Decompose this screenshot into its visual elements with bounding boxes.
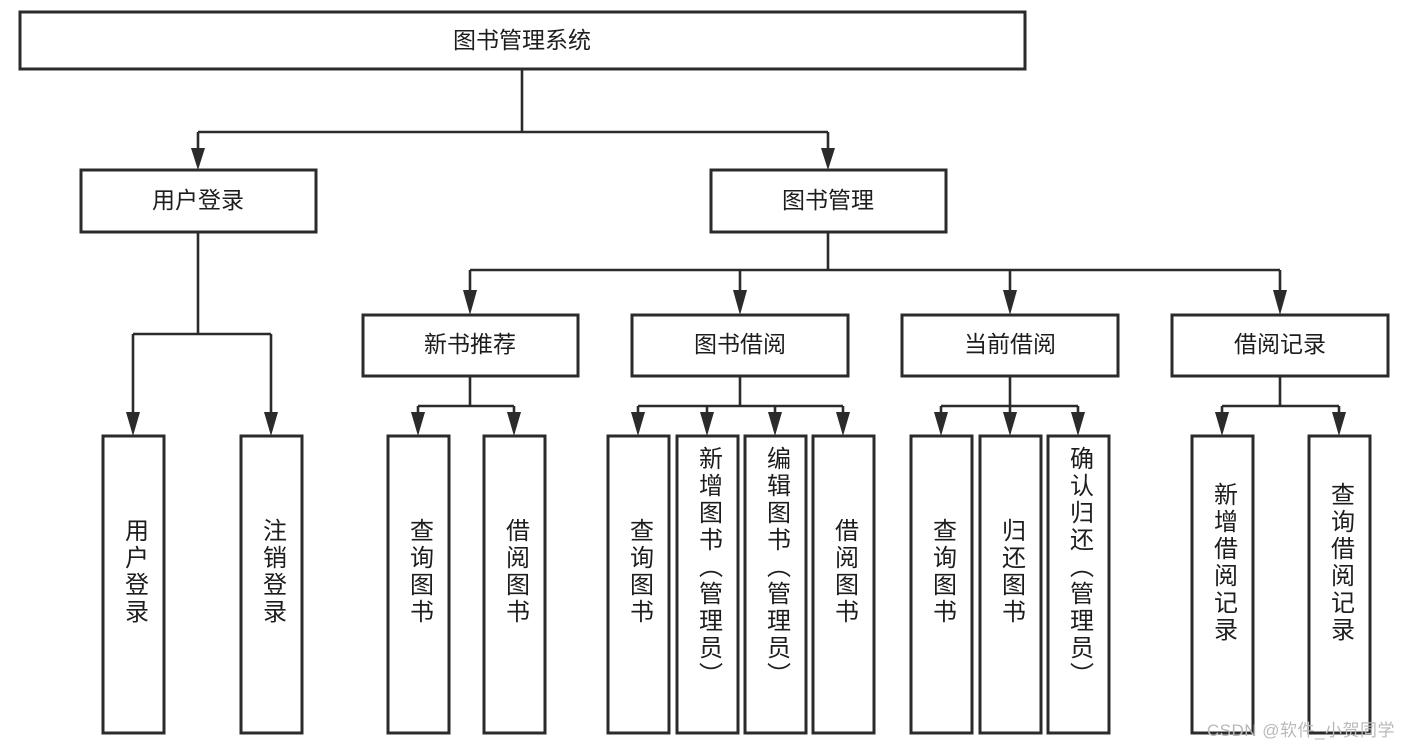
arrow-to-user-login [191,148,205,170]
arrow-to-leaf-edit-book [768,412,782,436]
node-user-login[interactable]: 用户登录 [79,168,318,234]
arrow-to-leaf-query-book-3 [934,412,948,436]
leaf-borrow-book-2-box[interactable] [811,434,876,735]
node-current-borrow-label: 当前借阅 [964,331,1056,357]
arrow-to-leaf-query-book-1 [411,412,425,436]
leaf-add-book-box[interactable] [675,434,740,735]
csdn-watermark: CSDN @软件_小贺同学 [1206,721,1395,740]
leaf-user-logout-box[interactable] [239,434,304,735]
leaf-query-borrow-record-box[interactable] [1307,434,1372,735]
node-new-book-recommend[interactable]: 新书推荐 [361,313,580,378]
node-book-borrow[interactable]: 图书借阅 [630,313,850,378]
leaf-edit-book-box[interactable] [743,434,808,735]
arrow-to-leaf-confirm-return [1071,412,1085,436]
leaf-return-book-box[interactable] [978,434,1043,735]
node-book-borrow-box[interactable] [630,313,850,378]
node-borrow-record[interactable]: 借阅记录 [1170,313,1390,378]
leaf-query-book-3-box[interactable] [909,434,974,735]
arrow-to-leaf-user-logout [264,412,278,436]
node-book-manage[interactable]: 图书管理 [709,168,948,234]
arrow-to-leaf-query-book-2 [631,412,645,436]
arrow-to-current-borrow [1003,290,1017,315]
node-book-manage-box[interactable] [709,168,948,234]
node-borrow-record-box[interactable] [1170,313,1390,378]
leaf-query-book-1-box[interactable] [386,434,451,735]
leaf-borrow-book-1-box[interactable] [482,434,547,735]
arrow-to-leaf-add-borrow-record [1215,412,1229,436]
arrow-to-leaf-return-book [1003,412,1017,436]
node-root[interactable]: 图书管理系统 [18,10,1027,71]
leaf-add-borrow-record-box[interactable] [1190,434,1255,735]
node-current-borrow-box[interactable] [900,313,1120,378]
arrow-to-leaf-borrow-book-2 [836,412,850,436]
arrow-to-leaf-add-book [700,412,714,436]
node-user-login-box[interactable] [79,168,318,234]
node-user-login-label: 用户登录 [152,187,244,213]
arrow-to-book-borrow [733,290,747,315]
node-new-book-recommend-box[interactable] [361,313,580,378]
node-current-borrow[interactable]: 当前借阅 [900,313,1120,378]
node-book-manage-label: 图书管理 [782,187,874,213]
node-new-book-recommend-label: 新书推荐 [424,331,516,357]
arrow-to-leaf-query-borrow-record [1332,412,1346,436]
node-book-borrow-label: 图书借阅 [694,331,786,357]
edges-layer [126,69,1346,436]
arrow-to-borrow-record [1273,290,1287,315]
leaf-user-login-box[interactable] [101,434,166,735]
node-borrow-record-label: 借阅记录 [1234,331,1326,357]
arrow-to-leaf-borrow-book-1 [507,412,521,436]
node-root-box[interactable] [18,10,1027,71]
nodes-layer: 图书管理系统 用户登录 图书管理 新书推荐 图书借阅 当前 [18,10,1390,735]
arrow-to-leaf-user-login [126,412,140,436]
leaf-confirm-return-box[interactable] [1046,434,1111,735]
leaf-query-book-2-box[interactable] [606,434,671,735]
arrow-to-new-book-recommend [463,290,477,315]
node-root-label: 图书管理系统 [453,27,591,53]
arrow-to-book-manage [821,148,835,170]
